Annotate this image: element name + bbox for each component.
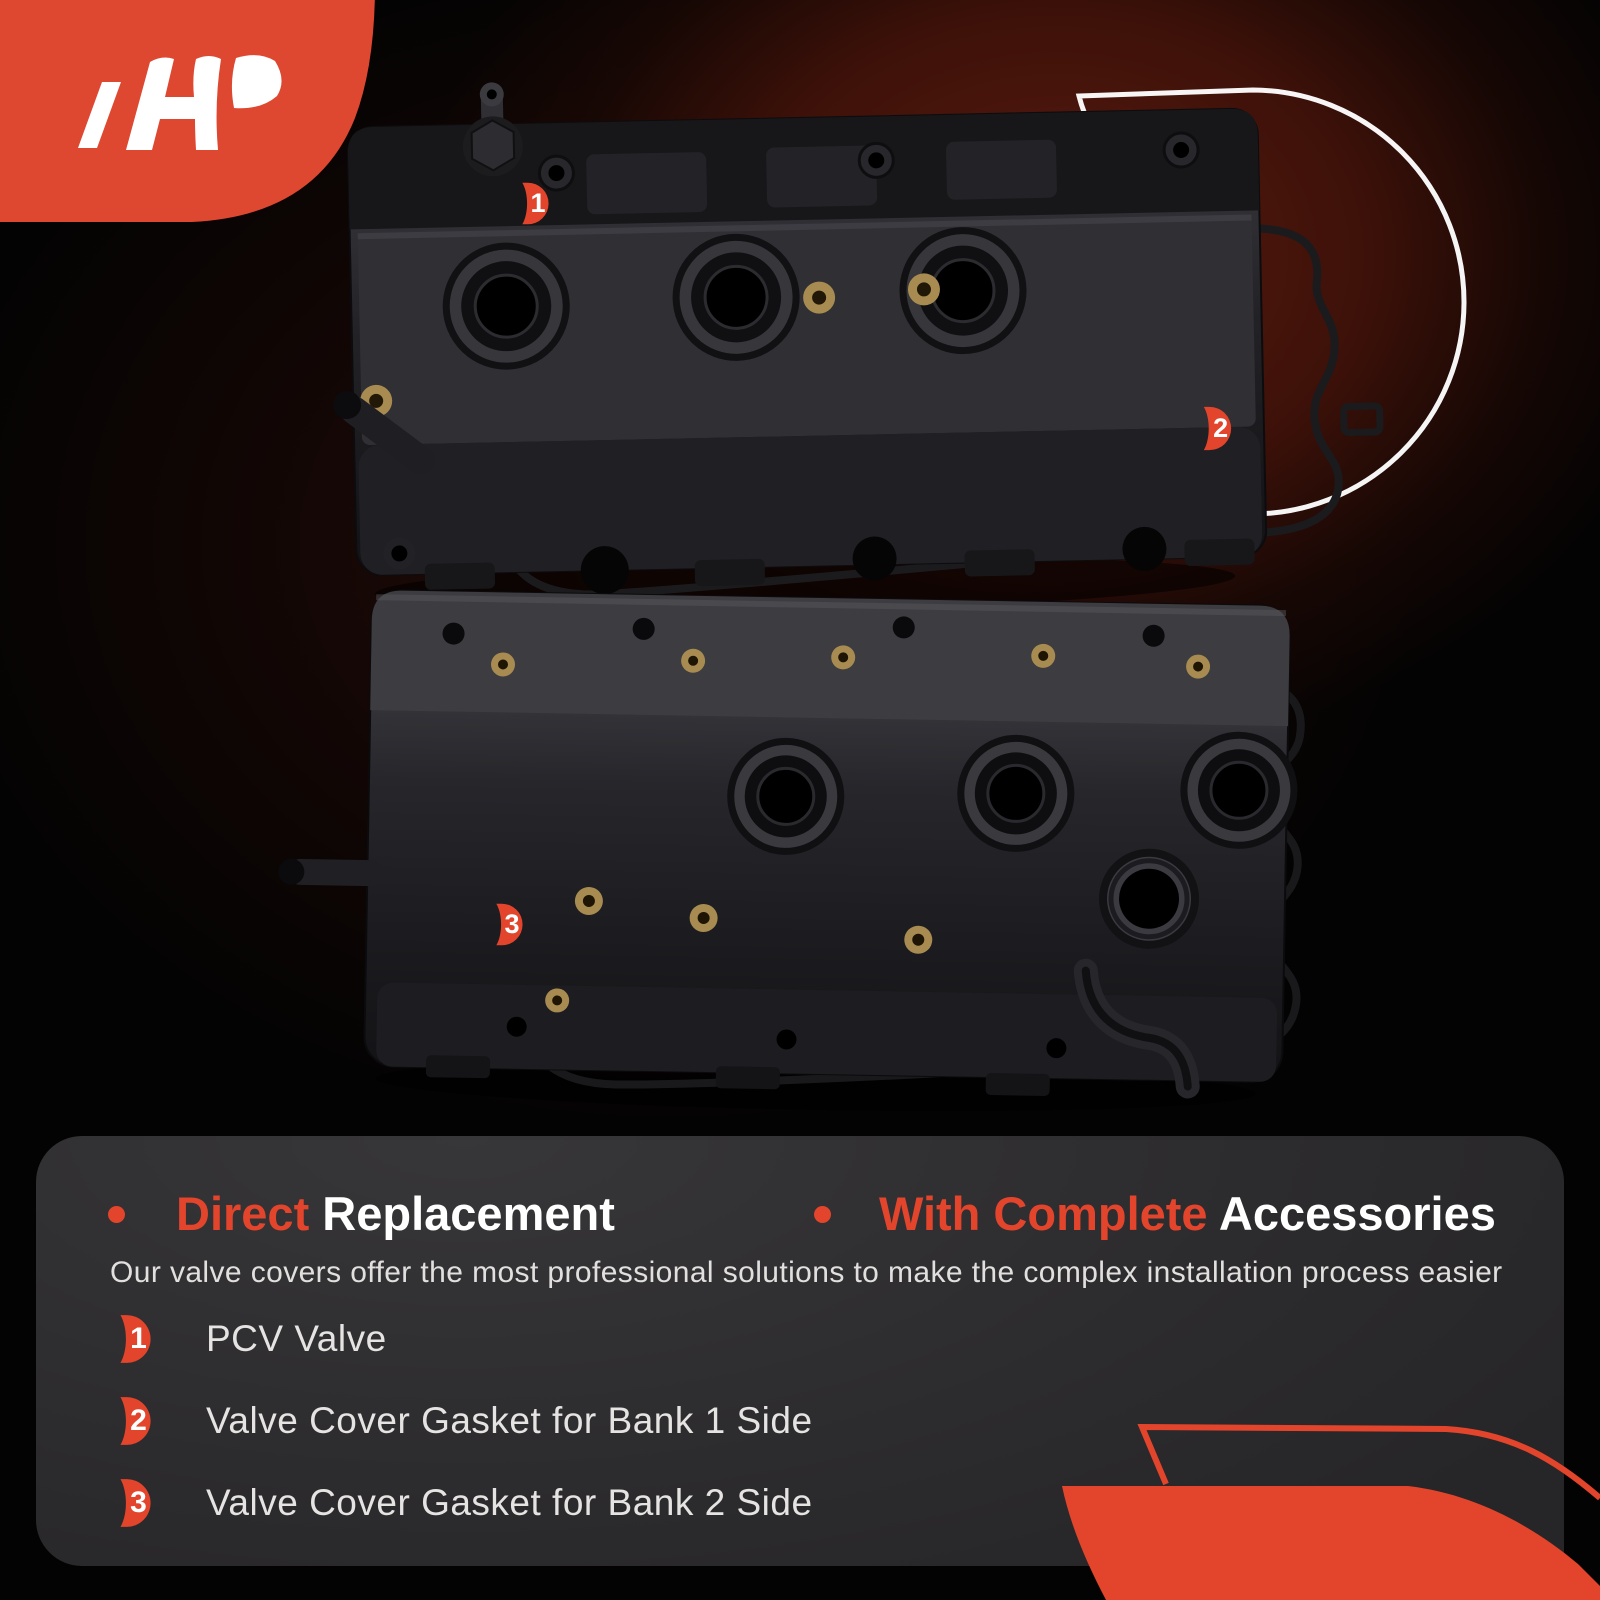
legend-badge-1: 1 (110, 1312, 160, 1366)
pcv-valve (462, 82, 523, 177)
legend-label: PCV Valve (206, 1318, 387, 1359)
callout-number: 3 (504, 909, 520, 939)
oil-port (1099, 848, 1200, 949)
legend-label: Valve Cover Gasket for Bank 1 Side (206, 1400, 813, 1441)
elbow-hose (1073, 958, 1200, 1099)
valve-cover-bank1-photo (333, 82, 1384, 613)
legend-number: 1 (130, 1322, 147, 1355)
valve-cover-bank2-photo (278, 589, 1305, 1112)
legend-badge-3: 3 (110, 1476, 160, 1530)
brand-corner-blob (0, 0, 375, 222)
callout-badge-2: 2 (1194, 404, 1240, 453)
feature-rest: Replacement (322, 1187, 615, 1240)
brass-grommets-bank2-top (491, 643, 1211, 679)
legend-item-pcv-valve: 1 PCV Valve (110, 1312, 813, 1366)
legend-badge-2: 2 (110, 1394, 160, 1448)
gasket-bank2 (520, 675, 1305, 1089)
spark-plug-tubes-bank1 (442, 227, 1027, 370)
spark-plug-tubes-bank2 (727, 731, 1298, 855)
legend-number: 3 (130, 1486, 147, 1519)
breather-tube-bank1 (333, 391, 436, 475)
brass-grommets-bank1 (360, 273, 940, 417)
parts-legend: 1 PCV Valve 2 Valve Cover Gasket for Ban… (110, 1312, 813, 1558)
cover2-shadow (375, 1060, 1256, 1112)
feature-heading-complete-accessories: With Complete Accessories (879, 1186, 1496, 1241)
callout-badge-3: 3 (487, 901, 531, 948)
feature-highlight: Direct (176, 1187, 310, 1240)
panel-description: Our valve covers offer the most professi… (110, 1256, 1503, 1289)
callout-number: 2 (1213, 413, 1229, 443)
bolt-ears-top (537, 131, 1200, 192)
legend-item-gasket-bank2: 3 Valve Cover Gasket for Bank 2 Side (110, 1476, 813, 1530)
legend-item-gasket-bank1: 2 Valve Cover Gasket for Bank 1 Side (110, 1394, 813, 1448)
bolt-recesses-bank2 (442, 616, 1165, 647)
breather-tube-bank2 (278, 858, 384, 887)
brass-grommets-bank2-mid (545, 886, 933, 1013)
brand-logo (78, 55, 282, 150)
callout-number: 1 (530, 188, 546, 218)
feature-highlight: With Complete (879, 1187, 1208, 1240)
cover1-shadow (375, 557, 1236, 613)
white-d-outline-decoration (1055, 87, 1467, 522)
legend-number: 2 (130, 1404, 147, 1437)
gasket-bank1 (498, 224, 1384, 599)
feature-rest: Accessories (1218, 1187, 1496, 1240)
feature-bullet-left (108, 1206, 125, 1223)
feature-bullet-right (814, 1206, 831, 1223)
feature-heading-direct-replacement: Direct Replacement (176, 1186, 615, 1241)
callout-badge-1: 1 (513, 180, 557, 227)
legend-label: Valve Cover Gasket for Bank 2 Side (206, 1482, 813, 1523)
